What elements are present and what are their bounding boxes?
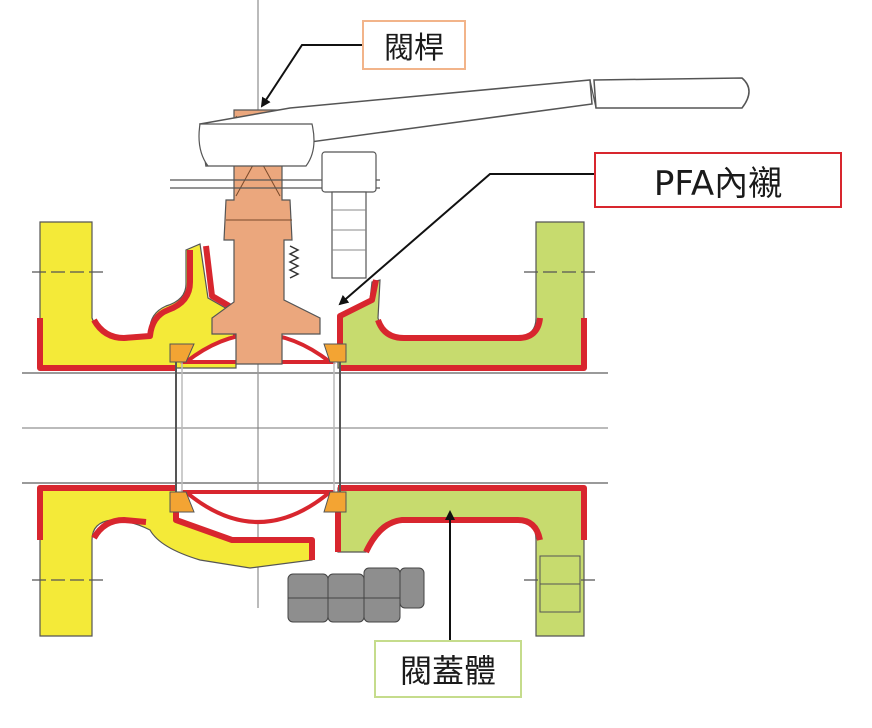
bottom-bolt-group xyxy=(287,567,425,623)
handle-gland-nut xyxy=(198,123,315,167)
label-stem: 閥桿 xyxy=(362,20,466,70)
pfa-liner-lower xyxy=(37,485,587,560)
bottom-bolt-nut-4 xyxy=(399,567,425,609)
bonnet-bolt-head xyxy=(321,151,377,193)
label-pfa-liner: PFA內襯 xyxy=(594,152,842,208)
pfa-liner-upper xyxy=(37,245,587,371)
seat-lower-right xyxy=(323,491,347,513)
ball-lower-cap xyxy=(180,490,336,524)
bore-upper-edge xyxy=(22,372,608,374)
seat-lower-left xyxy=(169,491,195,513)
valve-handle-grip xyxy=(593,77,750,109)
valve-stem xyxy=(211,109,321,365)
handle-break-line xyxy=(589,79,597,109)
label-valve-body: 閥蓋體 xyxy=(374,640,522,698)
stem-leader-line xyxy=(260,44,362,108)
liner-leader-line xyxy=(338,173,594,306)
bonnet-bolt-shank xyxy=(331,191,367,279)
bottom-bolt-nut-3 xyxy=(363,567,401,623)
packing-spring xyxy=(288,245,300,279)
seat-upper-right xyxy=(323,343,347,363)
bore-lower-edge xyxy=(22,482,608,484)
seat-upper-left xyxy=(169,343,195,363)
